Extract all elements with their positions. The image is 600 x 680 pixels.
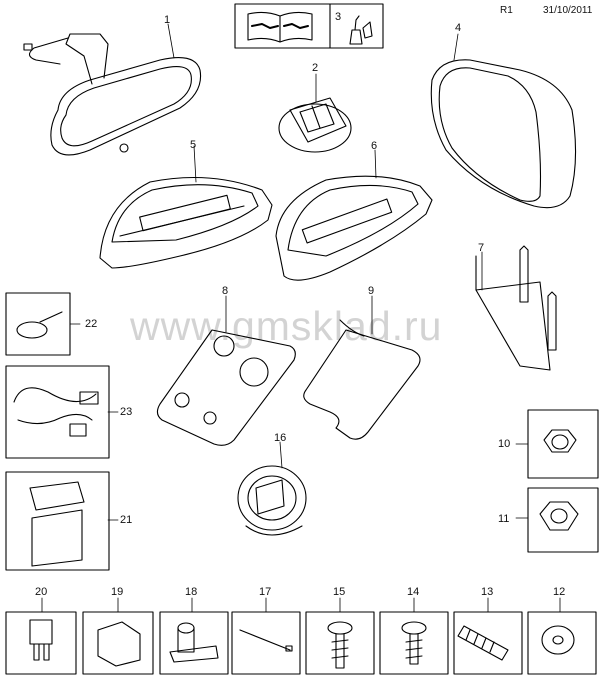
part-11-hex-nut <box>527 487 599 553</box>
revision-label: R1 <box>500 5 513 16</box>
callout-3: 3 <box>335 11 342 23</box>
callout-14: 14 <box>407 586 420 598</box>
part-5-mounting-pad <box>99 176 273 269</box>
part-21-control-module <box>5 471 110 571</box>
callout-leaders <box>41 23 561 613</box>
callout-7: 7 <box>478 242 485 254</box>
callout-9: 9 <box>368 285 375 297</box>
part-7-bracket-tool <box>475 245 557 371</box>
callout-20: 20 <box>35 586 48 598</box>
part-2-mirror-mount-base <box>278 97 352 153</box>
part-18-clip-bracket <box>159 611 229 675</box>
part-1-rear-view-mirror <box>23 33 202 156</box>
callout-19: 19 <box>111 586 124 598</box>
callout-8: 8 <box>222 285 229 297</box>
part-16-socket <box>237 465 307 536</box>
part-9-adhesive-pad <box>303 319 421 440</box>
callout-22: 22 <box>85 318 98 330</box>
callout-5: 5 <box>190 139 197 151</box>
callout-23: 23 <box>120 406 133 418</box>
part-15-screw <box>305 611 375 675</box>
info-box <box>234 3 384 49</box>
callout-15: 15 <box>333 586 346 598</box>
part-4-mirror-housing <box>430 59 577 209</box>
part-20-fuse <box>5 611 77 675</box>
part-6-mounting-pad <box>275 175 433 281</box>
callout-12: 12 <box>553 586 566 598</box>
callout-1: 1 <box>164 14 171 26</box>
date-label: 31/10/2011 <box>543 5 593 16</box>
callout-10: 10 <box>498 438 511 450</box>
part-22-tape-roll <box>5 292 71 356</box>
part-23-wiring-harness <box>5 365 110 459</box>
repair-manual-icon <box>247 11 313 43</box>
callout-18: 18 <box>185 586 198 598</box>
callout-6: 6 <box>371 140 378 152</box>
adhesive-tube-icon <box>349 15 373 45</box>
callout-2: 2 <box>312 62 319 74</box>
callout-11: 11 <box>498 513 510 525</box>
callout-17: 17 <box>259 586 272 598</box>
part-13-sleeve <box>453 611 523 675</box>
callout-4: 4 <box>455 22 462 34</box>
part-10-flange-nut <box>527 409 599 479</box>
watermark: www.gmsklad.ru <box>130 303 443 349</box>
part-19-relay <box>82 611 154 675</box>
callout-21: 21 <box>120 514 133 526</box>
part-14-screw <box>379 611 449 675</box>
part-17-cable-tie <box>231 611 301 675</box>
part-12-washer <box>527 611 597 675</box>
part-8-adhesive-pad <box>156 329 296 446</box>
callout-13: 13 <box>481 586 494 598</box>
callout-16: 16 <box>274 432 287 444</box>
